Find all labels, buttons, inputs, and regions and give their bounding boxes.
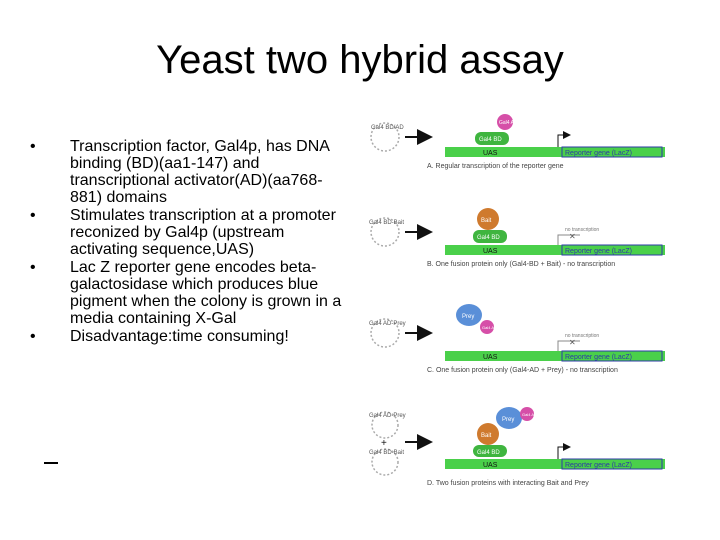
reporter-box — [561, 350, 663, 362]
dash-mark — [44, 462, 58, 464]
y2h-diagram: Gal4 BD/AD Gal4 AD Gal4 BD UAS Reporter … — [365, 105, 675, 500]
plus-sign: + — [381, 438, 387, 449]
panel-c: Gal4 AD-Prey Prey Gal4 AD UAS Reporter g… — [369, 304, 665, 374]
slide-title: Yeast two hybrid assay — [156, 38, 564, 82]
dna-strand — [445, 459, 665, 469]
blocked-arrow — [557, 234, 580, 245]
bd-domain — [473, 445, 507, 457]
blocked-arrow — [557, 340, 580, 351]
bd-label: Gal4 BD — [479, 137, 502, 143]
plasmid-label: Gal4 BD-Bait — [369, 450, 404, 456]
plasmid-circle — [370, 217, 400, 247]
ad-label: Gal4 AD — [482, 325, 497, 330]
dna-strand — [445, 351, 665, 361]
bd-label: Gal4 BD — [477, 235, 500, 241]
bullet-item: Disadvantage:time consuming! — [22, 328, 352, 345]
bait-protein — [477, 423, 499, 445]
bullet-item: Lac Z reporter gene encodes beta-galacto… — [22, 259, 352, 327]
bullet-list: Transcription factor, Gal4p, has DNA bin… — [22, 138, 352, 346]
plasmid-label: Gal4 BD-Bait — [369, 220, 404, 226]
reporter-box — [561, 244, 663, 256]
plasmid-label: Gal4 BD/AD — [371, 125, 404, 131]
caption-b: B. One fusion protein only (Gal4-BD + Ba… — [427, 261, 615, 268]
bait-protein — [477, 208, 499, 230]
prey-label: Prey — [502, 417, 514, 423]
ad-label: Gal4 AD — [522, 412, 537, 417]
reporter-label: Reporter gene (LacZ) — [565, 248, 632, 255]
caption-a: A. Regular transcription of the reporter… — [427, 163, 564, 170]
bait-label: Bait — [481, 433, 492, 439]
y2h-diagram-svg: Gal4 BD/AD Gal4 AD Gal4 BD UAS Reporter … — [369, 114, 665, 487]
ad-domain — [520, 407, 534, 421]
bd-domain — [475, 132, 509, 145]
ad-label: Gal4 AD — [499, 120, 518, 126]
uas-label: UAS — [483, 354, 498, 361]
reporter-label: Reporter gene (LacZ) — [565, 462, 632, 469]
prey-protein — [496, 407, 522, 429]
panel-b: Gal4 BD-Bait Bait Gal4 BD UAS Reporter g… — [369, 208, 665, 268]
ad-domain — [480, 320, 494, 334]
transcription-arrow — [557, 443, 571, 459]
transcription-arrow — [557, 131, 571, 147]
reporter-label: Reporter gene (LacZ) — [565, 150, 632, 157]
plasmid-circle — [370, 318, 400, 348]
no-transcription-label: no transcription — [565, 333, 599, 339]
uas-label: UAS — [483, 462, 498, 469]
panel-a: Gal4 BD/AD Gal4 AD Gal4 BD UAS Reporter … — [370, 114, 665, 170]
plasmid-circle — [370, 122, 400, 152]
plasmid-label: Gal4 AD-Prey — [369, 321, 406, 327]
caption-c: C. One fusion protein only (Gal4-AD + Pr… — [427, 367, 618, 374]
cross-mark: ✕ — [569, 232, 576, 241]
prey-protein — [456, 304, 482, 326]
plasmid-circle — [371, 411, 399, 439]
bd-domain — [473, 230, 507, 243]
caption-d: D. Two fusion proteins with interacting … — [427, 480, 589, 487]
reporter-label: Reporter gene (LacZ) — [565, 354, 632, 361]
cross-mark: ✕ — [569, 338, 576, 347]
ad-domain — [497, 114, 513, 130]
plasmid-circle — [371, 448, 399, 476]
reporter-box — [561, 458, 663, 470]
uas-label: UAS — [483, 248, 498, 255]
reporter-box — [561, 146, 663, 158]
dna-strand — [445, 147, 665, 157]
plasmid-label: Gal4 AD-Prey — [369, 413, 406, 419]
prey-label: Prey — [462, 314, 474, 320]
no-transcription-label: no transcription — [565, 227, 599, 233]
dna-strand — [445, 245, 665, 255]
bullet-item: Transcription factor, Gal4p, has DNA bin… — [22, 138, 352, 206]
panel-d: Gal4 AD-Prey + Gal4 BD-Bait Prey Gal4 AD… — [369, 407, 665, 487]
uas-label: UAS — [483, 150, 498, 157]
bullet-item: Stimulates transcription at a promoter r… — [22, 207, 352, 258]
bd-label: Gal4 BD — [477, 450, 500, 456]
bait-label: Bait — [481, 218, 492, 224]
